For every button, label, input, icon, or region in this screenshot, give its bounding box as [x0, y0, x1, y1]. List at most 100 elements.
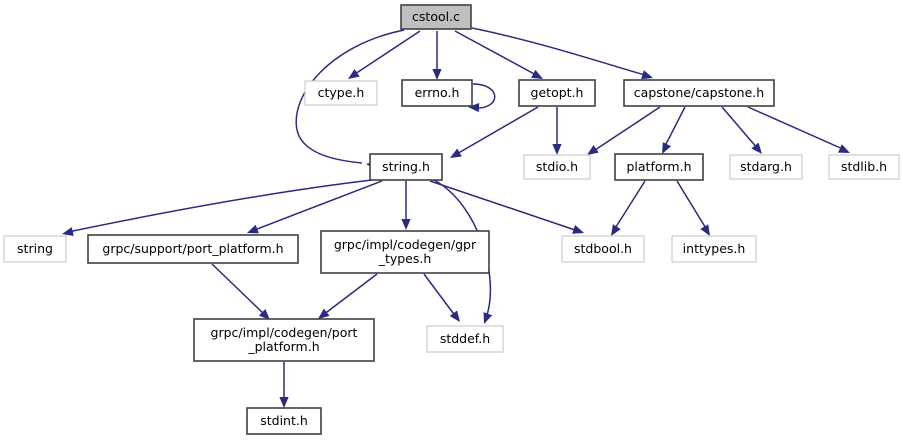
node-label-stdlib: stdlib.h [841, 159, 887, 174]
arrowhead [468, 102, 480, 113]
edge-getopt-to-string_h [450, 106, 539, 158]
edge-cstool-to-getopt [454, 30, 543, 79]
arrowhead [838, 144, 850, 153]
arrowhead [450, 148, 462, 158]
node-cstool[interactable]: cstool.c [400, 4, 472, 30]
node-label-port_platform2: grpc/impl/codegen/port_platform.h [211, 325, 358, 354]
arrowhead [587, 145, 599, 155]
node-string_cpp[interactable]: string [3, 235, 67, 263]
arrowhead [662, 142, 672, 154]
node-label-string_cpp: string [17, 241, 53, 256]
node-label-stdio: stdio.h [536, 159, 578, 174]
node-box-string_h[interactable] [369, 153, 443, 181]
node-box-port_platform[interactable] [87, 234, 299, 264]
edge-string_h-to-port_platform [247, 180, 383, 234]
arrowhead [62, 227, 74, 237]
edge-platform-to-stdbool [611, 180, 646, 236]
node-label-gpr_types: grpc/impl/codegen/gpr_types.h [334, 237, 477, 266]
edge-cstool-to-ctype [348, 30, 421, 79]
node-port_platform[interactable]: grpc/support/port_platform.h [87, 234, 299, 264]
node-stdio[interactable]: stdio.h [523, 154, 591, 180]
arrowhead [483, 312, 493, 324]
node-port_platform2[interactable]: grpc/impl/codegen/port_platform.h [193, 318, 375, 362]
node-gpr_types[interactable]: grpc/impl/codegen/gpr_types.h [320, 230, 490, 274]
node-label-cstool: cstool.c [412, 9, 460, 24]
node-box-stdint[interactable] [246, 407, 322, 435]
edge-capstone-to-stdio [587, 106, 661, 155]
node-box-platform[interactable] [614, 153, 704, 181]
node-label-capstone: capstone/capstone.h [634, 85, 764, 100]
node-label-stdint: stdint.h [260, 413, 308, 428]
node-label-errno: errno.h [415, 85, 460, 100]
edge-platform-to-inttypes [676, 180, 710, 236]
edge-getopt-to-stdio [552, 107, 562, 155]
arrowhead [751, 142, 762, 154]
edge-string_h-to-string_cpp [62, 179, 373, 237]
arrowhead [449, 310, 460, 322]
arrowhead [432, 69, 442, 80]
arrowhead [258, 309, 270, 320]
arrowhead [401, 219, 411, 230]
edge-string_h-to-stdbool [429, 180, 584, 234]
arrowhead [531, 69, 543, 79]
node-stdint[interactable]: stdint.h [246, 407, 322, 435]
node-inttypes[interactable]: inttypes.h [671, 235, 757, 263]
arrowhead [279, 397, 289, 408]
edge-errno-to-errno [468, 83, 496, 113]
node-box-cstool[interactable] [400, 4, 472, 30]
arrowhead [611, 224, 621, 236]
node-label-string_h: string.h [382, 159, 430, 174]
node-label-ctype: ctype.h [318, 85, 365, 100]
edge-capstone-to-stdarg [721, 106, 762, 154]
edge-capstone-to-platform [662, 106, 686, 154]
node-capstone[interactable]: capstone/capstone.h [623, 79, 775, 107]
node-box-string_cpp[interactable] [3, 235, 67, 263]
arrowhead [552, 144, 562, 155]
node-box-stdarg[interactable] [729, 154, 803, 180]
arrowhead [572, 225, 584, 234]
node-string_h[interactable]: string.h [369, 153, 443, 181]
node-box-port_platform2[interactable] [193, 318, 375, 362]
arrowhead [247, 224, 259, 234]
node-layer: cstool.c ctype.h errno.h getopt.h capstone/c… [3, 4, 900, 435]
edge-cstool-to-capstone [471, 27, 653, 80]
node-box-stddef[interactable] [426, 325, 504, 353]
node-box-ctype[interactable] [304, 80, 378, 106]
node-box-gpr_types[interactable] [320, 230, 490, 274]
node-label-stdbool: stdbool.h [574, 241, 632, 256]
node-box-getopt[interactable] [518, 79, 596, 107]
node-box-inttypes[interactable] [671, 235, 757, 263]
node-box-stdlib[interactable] [828, 154, 900, 180]
node-stdarg[interactable]: stdarg.h [729, 154, 803, 180]
edge-gpr_types-to-stddef [423, 273, 460, 322]
node-box-errno[interactable] [401, 79, 473, 107]
arrowhead [700, 224, 710, 236]
node-errno[interactable]: errno.h [401, 79, 473, 107]
edge-cstool-to-errno [432, 31, 442, 80]
edge-gpr_types-to-port_platform2 [318, 273, 378, 319]
node-label-stdarg: stdarg.h [740, 159, 792, 174]
node-label-stddef: stddef.h [440, 331, 490, 346]
node-stddef[interactable]: stddef.h [426, 325, 504, 353]
node-stdlib[interactable]: stdlib.h [828, 154, 900, 180]
edge-layer [62, 27, 850, 408]
node-box-stdio[interactable] [523, 154, 591, 180]
arrowhead [348, 69, 360, 79]
node-label-getopt: getopt.h [531, 85, 584, 100]
node-box-stdbool[interactable] [561, 235, 645, 263]
node-label-inttypes: inttypes.h [683, 241, 746, 256]
node-label-port_platform: grpc/support/port_platform.h [102, 241, 283, 256]
node-platform[interactable]: platform.h [614, 153, 704, 181]
edge-port_platform-to-port_platform2 [211, 263, 270, 320]
node-getopt[interactable]: getopt.h [518, 79, 596, 107]
node-stdbool[interactable]: stdbool.h [561, 235, 645, 263]
edge-string_h-to-gpr_types [401, 181, 411, 230]
edge-capstone-to-stdlib [747, 106, 850, 153]
arrowhead [641, 70, 653, 80]
node-ctype[interactable]: ctype.h [304, 80, 378, 106]
edge-port_platform2-to-stdint [279, 362, 289, 408]
arrowhead [318, 308, 330, 319]
node-box-capstone[interactable] [623, 79, 775, 107]
